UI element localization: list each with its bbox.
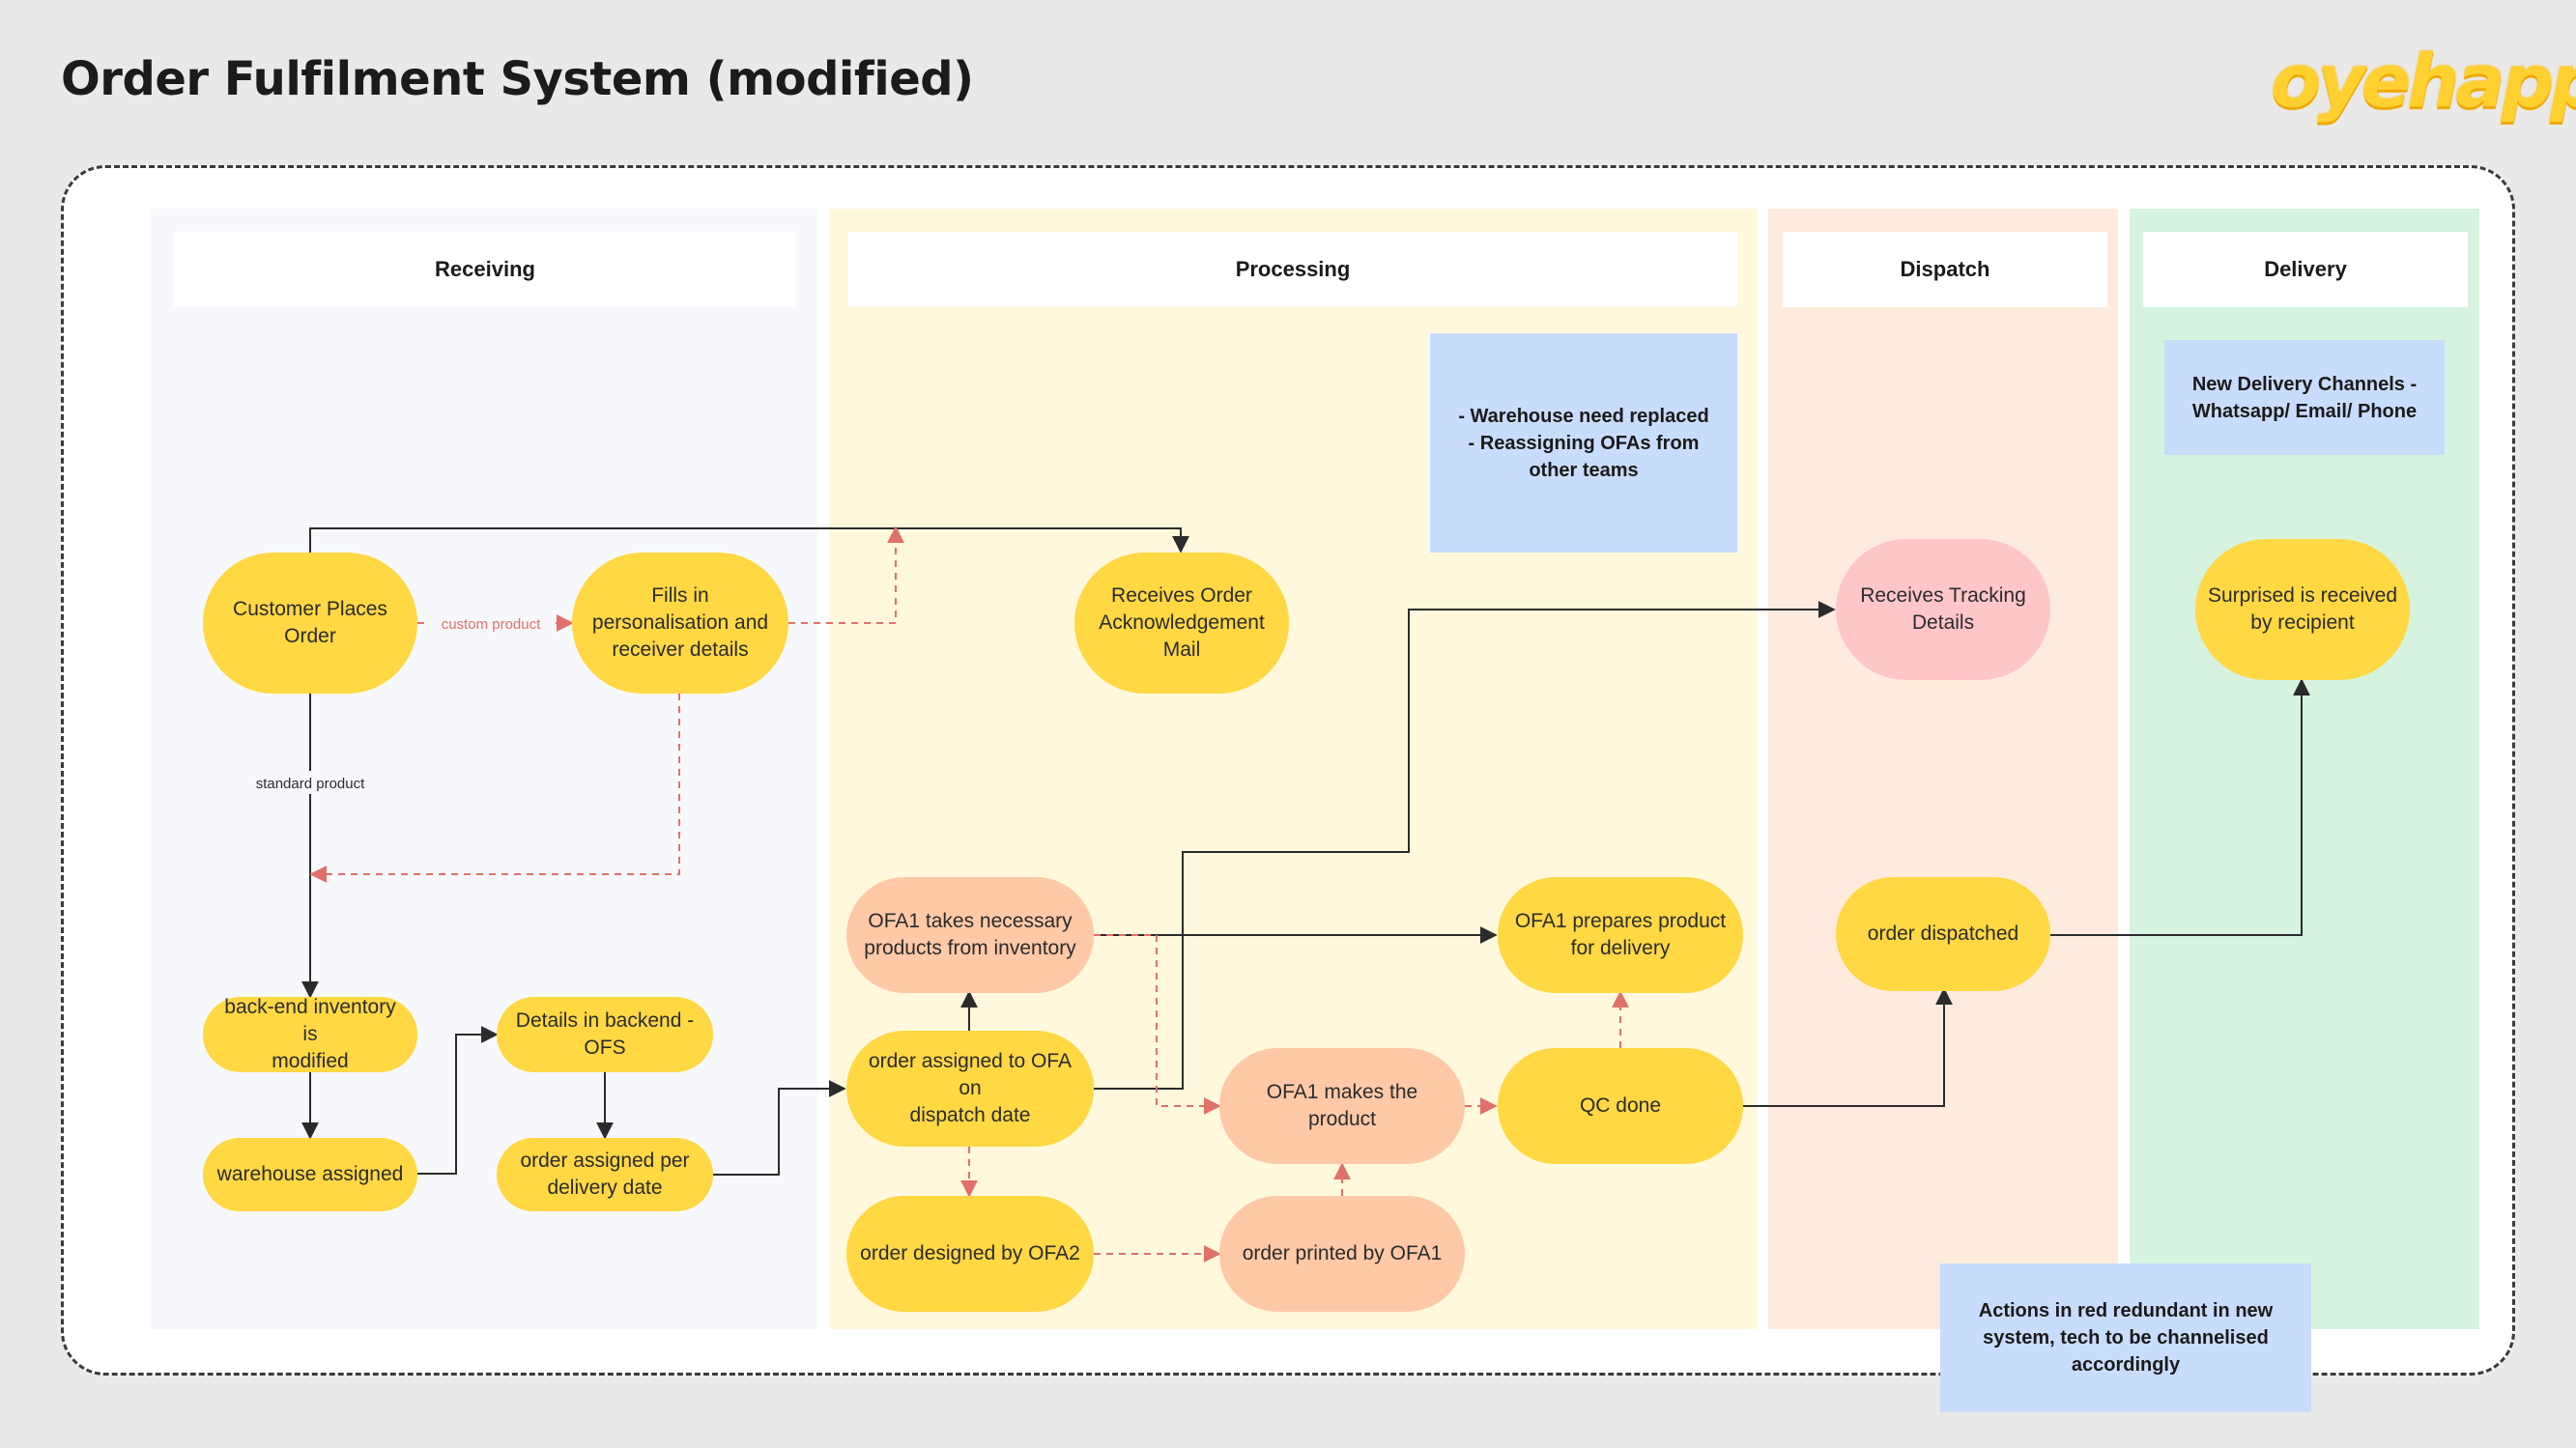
- node-fills-in-details[interactable]: Fills in personalisation and receiver de…: [572, 553, 788, 694]
- node-receives-tracking[interactable]: Receives Tracking Details: [1836, 539, 2050, 680]
- edge-dispatched-to-surprised: [2050, 678, 2310, 936]
- oyehappy-logo: oyehappy: [2271, 38, 2576, 124]
- lane-header-delivery: Delivery: [2143, 232, 2468, 307]
- node-details-in-backend[interactable]: Details in backend - OFS: [497, 997, 713, 1072]
- node-ofa1-makes-product[interactable]: OFA1 makes the product: [1219, 1048, 1465, 1164]
- node-order-dispatched[interactable]: order dispatched: [1836, 877, 2050, 991]
- edge-qc-to-dispatched: [1743, 987, 1953, 1107]
- node-order-designed-ofa2[interactable]: order designed by OFA2: [846, 1196, 1094, 1312]
- node-qc-done[interactable]: QC done: [1498, 1048, 1743, 1164]
- node-order-assigned-per-date[interactable]: order assigned per delivery date: [497, 1138, 713, 1211]
- lane-header-receiving: Receiving: [174, 232, 796, 307]
- node-receives-ack-mail[interactable]: Receives Order Acknowledgement Mail: [1074, 553, 1289, 694]
- edge-takes-to-makes: [1094, 934, 1221, 1115]
- lane-dispatch: [1768, 209, 2118, 1329]
- edge-ofa-to-tracking: [1094, 601, 1836, 1090]
- node-ofa1-prepares-delivery[interactable]: OFA1 prepares product for delivery: [1498, 877, 1743, 993]
- edge-fills-to-ack-merge: [788, 525, 904, 624]
- node-ofa1-takes-products[interactable]: OFA1 takes necessary products from inven…: [846, 877, 1094, 993]
- node-backend-inventory-modified[interactable]: back-end inventory is modified: [203, 996, 417, 1072]
- edge-fills-to-standard: [309, 694, 680, 883]
- node-order-printed-ofa1[interactable]: order printed by OFA1: [1219, 1196, 1465, 1312]
- node-surprised-received[interactable]: Surprised is received by recipient: [2195, 539, 2410, 680]
- page-title: Order Fulfilment System (modified): [61, 52, 974, 106]
- edge-customer-to-ack: [309, 527, 1189, 554]
- node-warehouse-assigned[interactable]: warehouse assigned: [203, 1138, 417, 1211]
- edge-assigned-to-ofa: [713, 1080, 846, 1176]
- lane-header-dispatch: Dispatch: [1783, 232, 2107, 307]
- note-actions-red-redundant: Actions in red redundant in new system, …: [1940, 1263, 2311, 1412]
- node-order-assigned-to-ofa[interactable]: order assigned to OFA on dispatch date: [846, 1031, 1094, 1147]
- note-warehouse-replaced: - Warehouse need replaced - Reassigning …: [1430, 333, 1737, 553]
- note-delivery-channels: New Delivery Channels - Whatsapp/ Email/…: [2164, 340, 2445, 455]
- edge-warehouse-to-backend: [417, 1026, 499, 1175]
- edge-label-standard-product: standard product: [256, 776, 365, 792]
- node-customer-places-order[interactable]: Customer Places Order: [203, 553, 417, 694]
- lane-header-processing: Processing: [848, 232, 1737, 307]
- edge-label-custom-product: custom product: [442, 616, 541, 633]
